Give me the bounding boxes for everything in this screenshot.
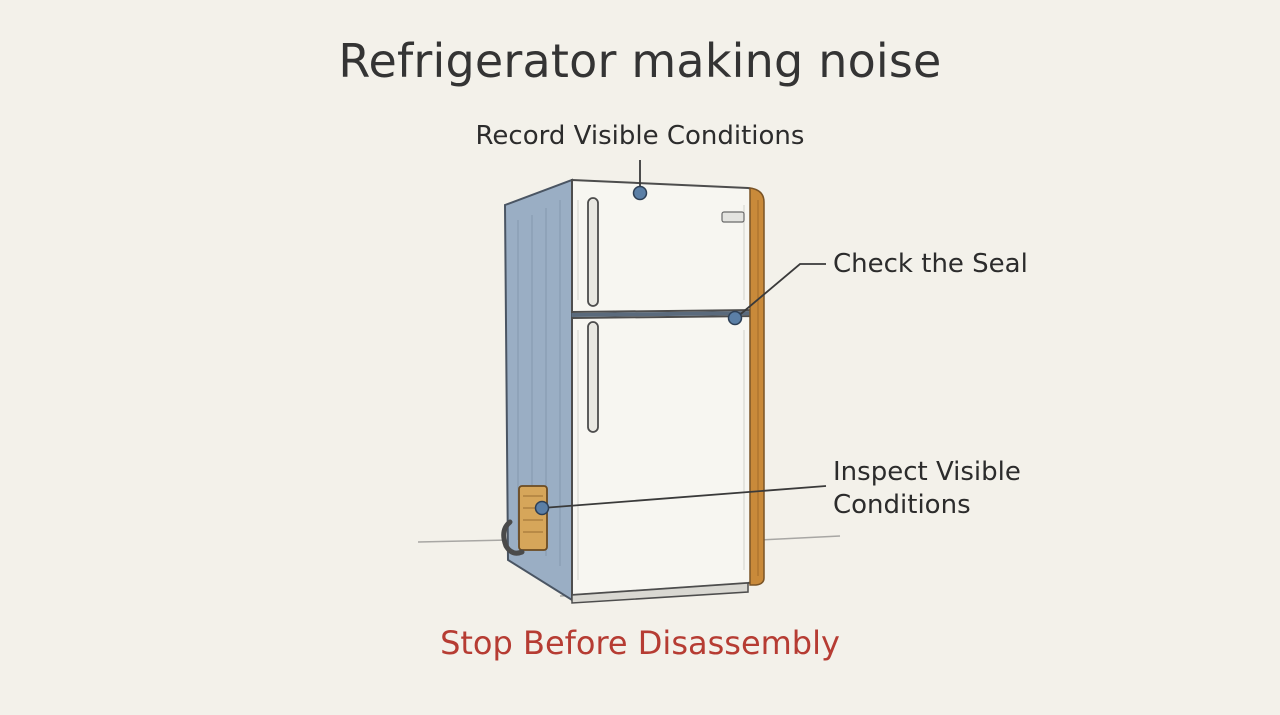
page-title: Refrigerator making noise	[338, 34, 942, 88]
door-seal	[749, 187, 765, 586]
callout-leaders	[541, 160, 827, 509]
fridge-front	[571, 178, 757, 604]
callout-record-visible-conditions: Record Visible Conditions	[475, 121, 805, 151]
callout-check-the-seal: Check the Seal	[833, 249, 1028, 279]
callout-inspect-line2: Conditions	[833, 490, 971, 520]
warning-stop-before-disassembly: Stop Before Disassembly	[440, 624, 840, 662]
callout-dots	[534, 185, 743, 516]
callout-dot-top	[632, 185, 648, 201]
rear-component	[501, 485, 548, 556]
callout-inspect-line1: Inspect Visible	[833, 457, 1021, 487]
callout-dot-seal	[727, 310, 743, 326]
callout-dot-inspect	[534, 500, 550, 516]
callout-inspect-visible-conditions: Inspect Visible Conditions	[833, 456, 1021, 522]
